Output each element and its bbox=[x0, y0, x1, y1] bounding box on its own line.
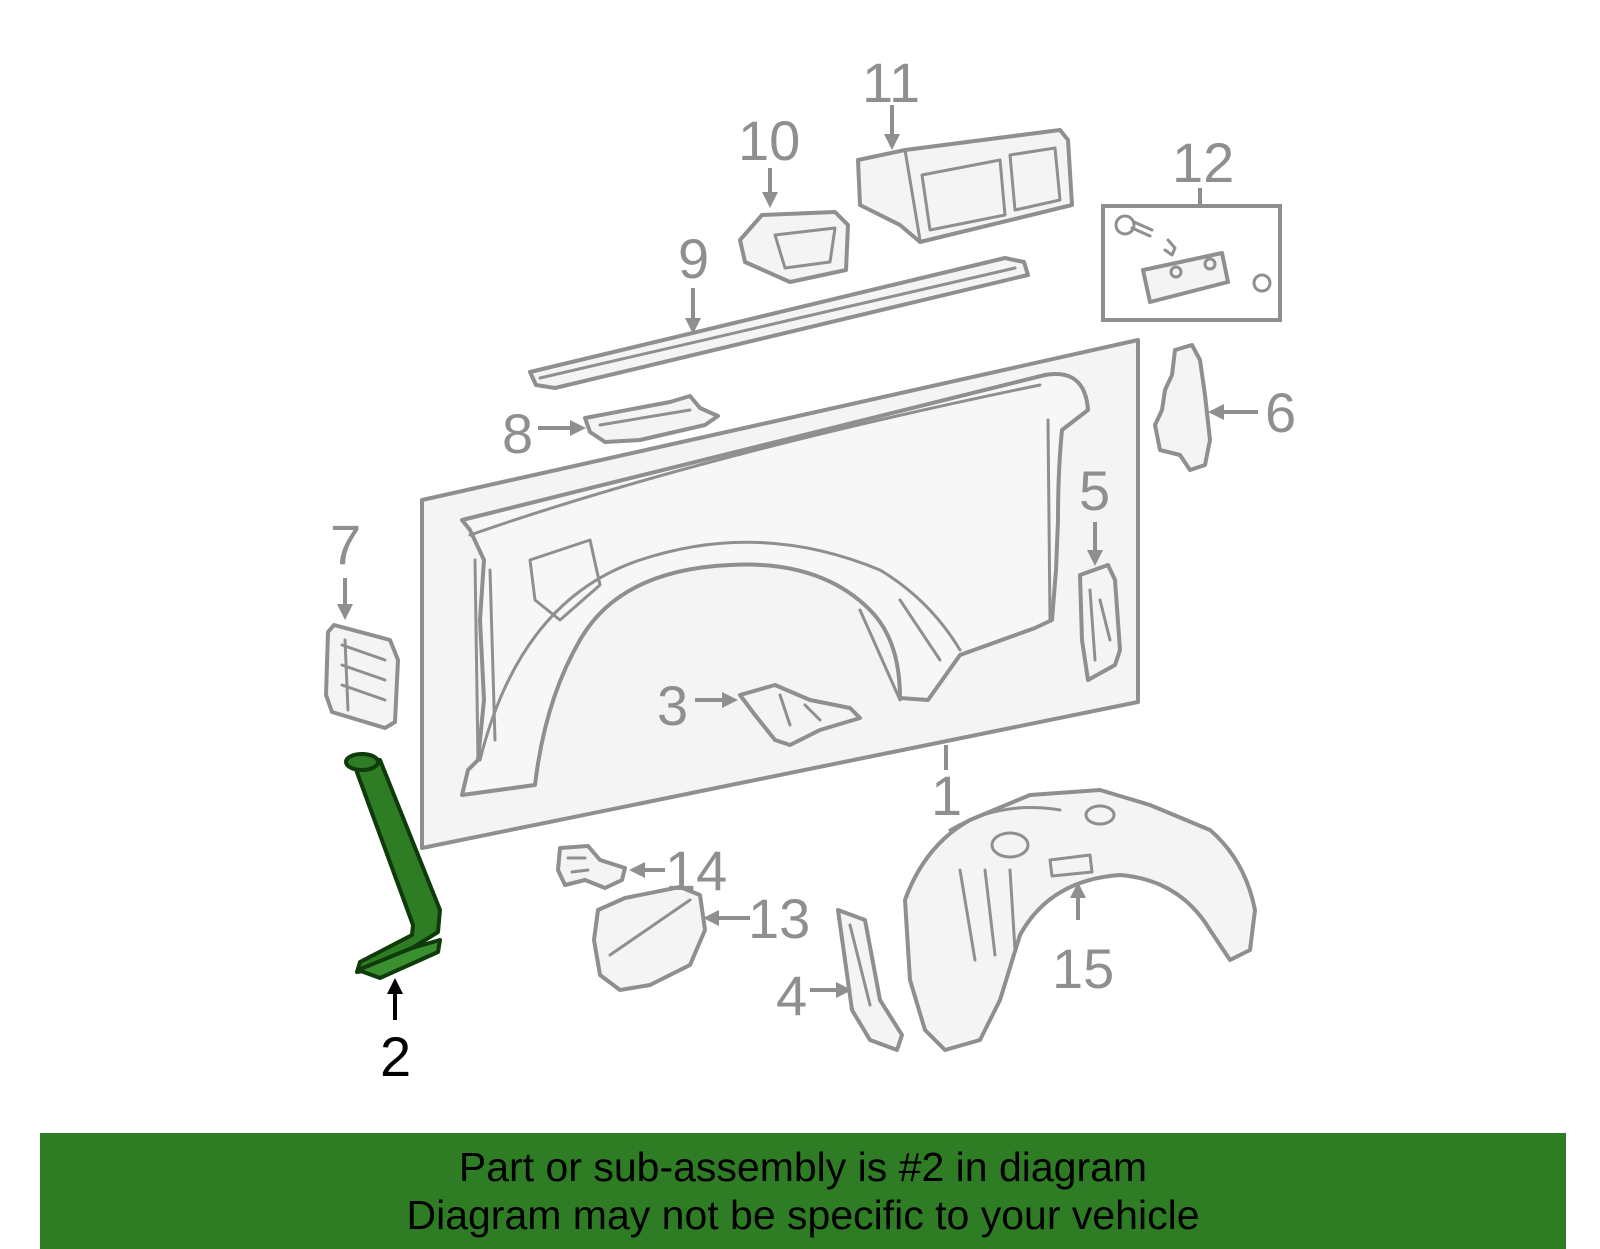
part-2-bracket[interactable] bbox=[344, 752, 442, 980]
callout-14: 14 bbox=[629, 839, 727, 902]
callout-4: 4 bbox=[776, 964, 852, 1027]
svg-text:8: 8 bbox=[502, 402, 533, 465]
svg-text:9: 9 bbox=[678, 227, 709, 290]
part-9-rail[interactable] bbox=[528, 256, 1030, 390]
part-15-wheel-liner[interactable] bbox=[903, 788, 1257, 1052]
callout-11: 11 bbox=[862, 51, 920, 150]
svg-text:10: 10 bbox=[738, 109, 800, 172]
callout-7: 7 bbox=[330, 513, 361, 620]
svg-text:11: 11 bbox=[862, 51, 920, 114]
svg-text:12: 12 bbox=[1172, 131, 1234, 194]
callout-9: 9 bbox=[678, 227, 709, 334]
callout-1: 1 bbox=[931, 745, 962, 827]
callout-12: 12 bbox=[1172, 131, 1234, 208]
part-4-brace[interactable] bbox=[836, 908, 904, 1052]
svg-text:2: 2 bbox=[380, 1025, 411, 1088]
svg-text:1: 1 bbox=[931, 764, 962, 827]
callout-13: 13 bbox=[703, 887, 810, 950]
part-10-pocket[interactable] bbox=[738, 210, 850, 284]
part-5-reinforcement[interactable] bbox=[1078, 563, 1122, 682]
svg-text:14: 14 bbox=[665, 839, 727, 902]
parts-diagram: 1 2 3 4 5 bbox=[324, 51, 1296, 1088]
part-11-storage-box[interactable] bbox=[856, 128, 1074, 244]
part-1-side-panel[interactable] bbox=[420, 338, 1140, 850]
svg-text:13: 13 bbox=[748, 887, 810, 950]
callout-10: 10 bbox=[738, 109, 800, 208]
part-12-hardware-kit[interactable] bbox=[1101, 204, 1282, 322]
banner-line-1: Part or sub-assembly is #2 in diagram bbox=[458, 1144, 1148, 1190]
svg-text:7: 7 bbox=[330, 513, 361, 576]
callout-8: 8 bbox=[502, 402, 586, 465]
callout-6: 6 bbox=[1208, 381, 1296, 444]
part-14-housing[interactable] bbox=[556, 844, 627, 890]
callout-5: 5 bbox=[1079, 459, 1110, 566]
banner-line-2: Diagram may not be specific to your vehi… bbox=[406, 1192, 1200, 1238]
part-6-bracket[interactable] bbox=[1153, 343, 1212, 472]
callout-3: 3 bbox=[657, 674, 738, 737]
part-7-plate[interactable] bbox=[324, 623, 400, 730]
svg-text:6: 6 bbox=[1265, 381, 1296, 444]
part-3-bracket[interactable] bbox=[738, 683, 862, 747]
svg-text:5: 5 bbox=[1079, 459, 1110, 522]
svg-text:3: 3 bbox=[657, 674, 688, 737]
callout-15: 15 bbox=[1052, 882, 1114, 1000]
info-banner: Part or sub-assembly is #2 in diagram Di… bbox=[40, 1133, 1566, 1249]
part-8-bracket[interactable] bbox=[583, 394, 720, 444]
callout-2: 2 bbox=[380, 978, 411, 1088]
part-13-fuel-door[interactable] bbox=[592, 885, 707, 992]
svg-text:4: 4 bbox=[776, 964, 807, 1027]
svg-text:15: 15 bbox=[1052, 937, 1114, 1000]
